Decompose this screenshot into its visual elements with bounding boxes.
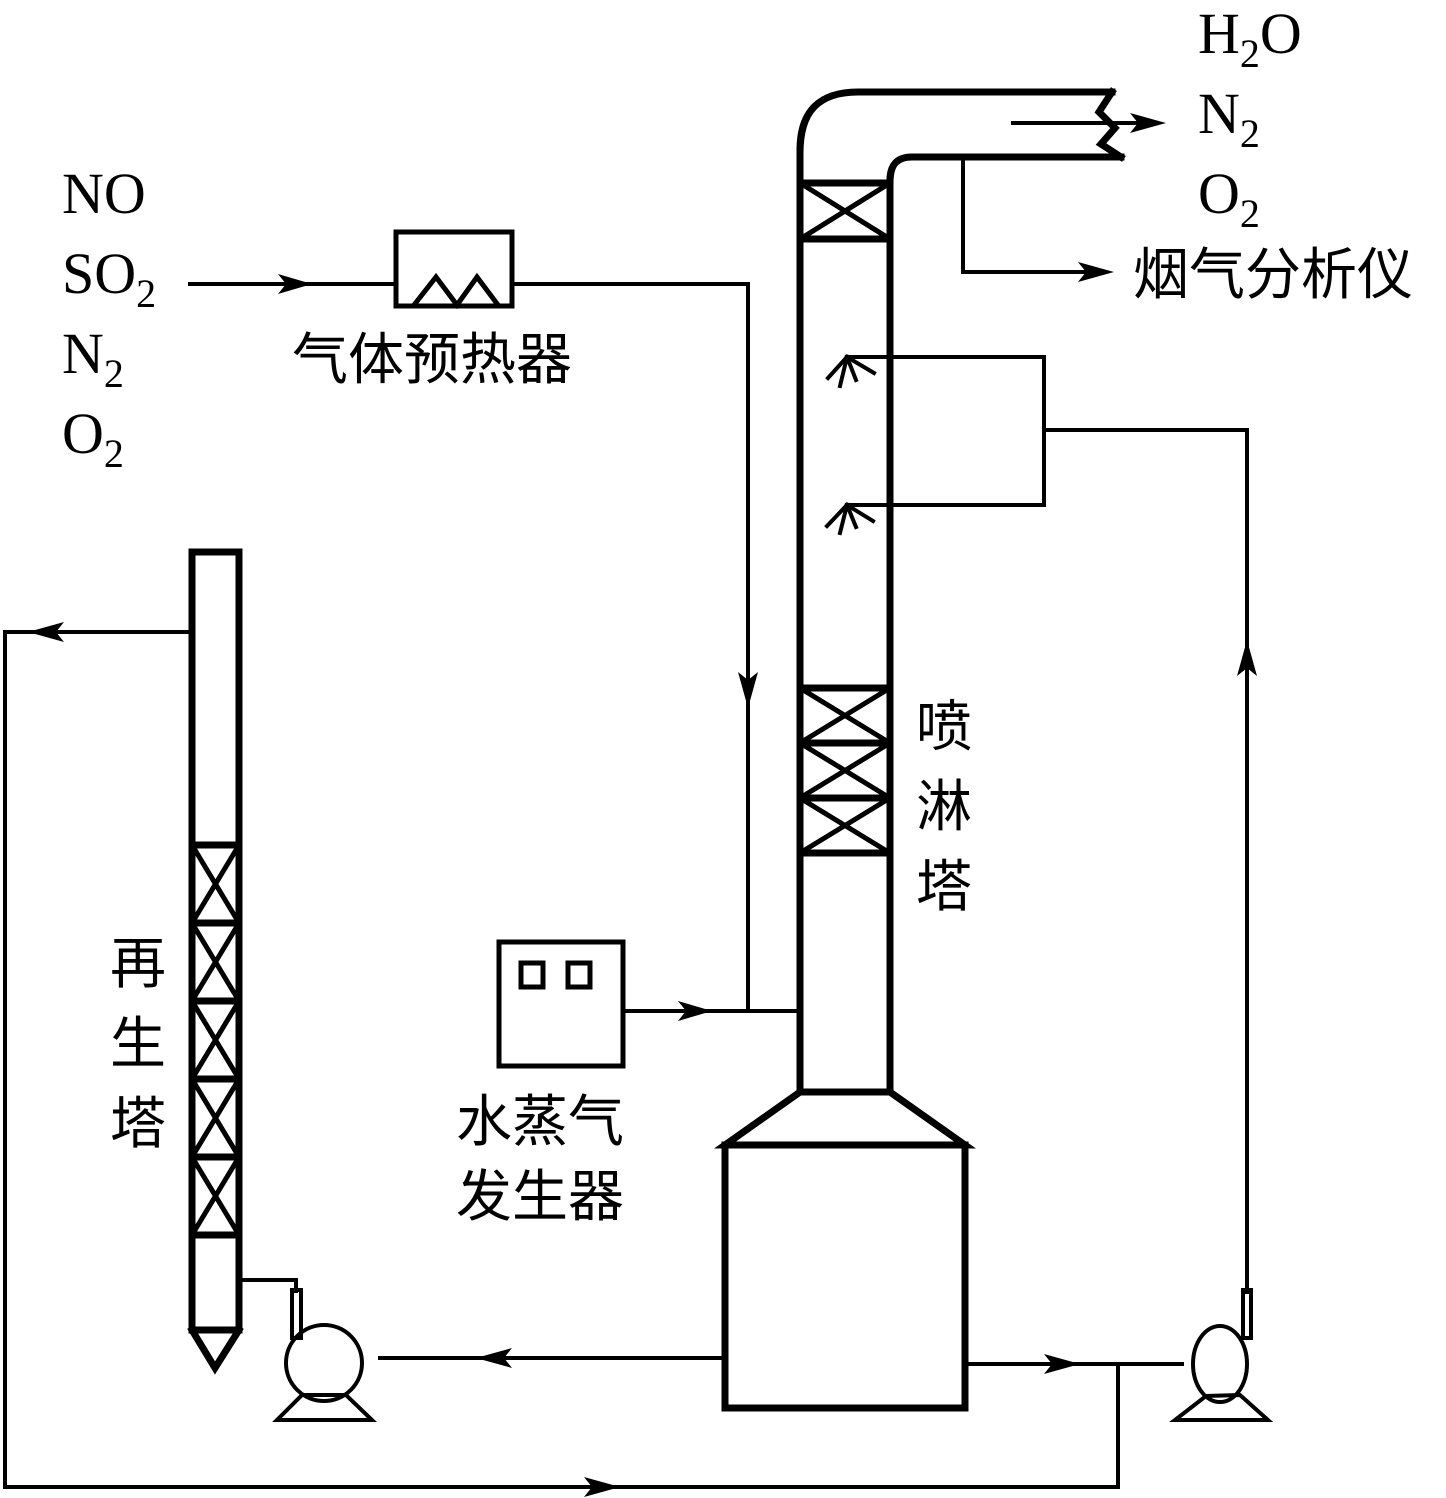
steam-generator [496, 939, 626, 1069]
arrow-right-icon [1078, 262, 1114, 282]
spray-tower-label: 喷淋塔 [916, 695, 972, 920]
inlet-component-n2: N2 [62, 321, 124, 396]
indicator-light-icon [518, 960, 546, 990]
steam-line [621, 1001, 799, 1021]
arrow-up-icon [1237, 640, 1257, 676]
inlet-component-o2: O2 [62, 401, 124, 476]
packing-layer [796, 794, 894, 857]
inlet-gas-line [188, 274, 398, 294]
packing-layer [796, 179, 894, 243]
regeneration-tower [187, 548, 244, 1375]
arrow-right-icon [278, 274, 312, 294]
spray-nozzle-icon [824, 502, 876, 536]
gas-preheater [393, 229, 515, 310]
outlet-component-h2o: H2O [1198, 1, 1302, 76]
outlet-component-n2: N2 [1198, 81, 1260, 156]
left-pump [272, 1288, 377, 1422]
indicator-light-icon [565, 960, 593, 990]
pipe-break-icon [1094, 87, 1126, 162]
arrow-left-icon [476, 1348, 512, 1368]
steam-generator-label-line1: 水蒸气 [456, 1090, 624, 1155]
arrow-down-icon [738, 672, 758, 708]
arrow-right-icon [584, 1477, 620, 1497]
bottom-loop-line [3, 622, 1120, 1497]
packing-layer [188, 841, 243, 1239]
arrow-right-icon [1130, 113, 1166, 133]
spray-recirculation-line [824, 354, 1257, 1374]
liquid-tank [713, 1087, 977, 1412]
inlet-component-no: NO [62, 161, 146, 226]
gas-preheater-label: 气体预热器 [292, 328, 572, 393]
right-pump [1169, 1288, 1274, 1422]
spray-tower [796, 87, 1126, 1096]
analyzer-sample-line [961, 155, 1114, 282]
steam-generator-label-line2: 发生器 [456, 1165, 624, 1230]
outlet-gas-arrow [1011, 113, 1166, 133]
arrow-right-icon [1044, 1354, 1080, 1374]
spray-nozzle-icon [825, 354, 877, 389]
preheated-gas-line [510, 282, 758, 1013]
inlet-gas-components: NO SO2 N2 O2 [62, 165, 156, 485]
heater-coil-icon [410, 272, 502, 310]
regeneration-tower-label: 再生塔 [110, 932, 166, 1157]
rich-liquid-line [378, 1348, 727, 1368]
arrow-left-icon [28, 622, 64, 642]
arrow-right-icon [678, 1001, 712, 1021]
regen-outlet-line [237, 1278, 298, 1293]
outlet-gas-components: H2O N2 O2 [1198, 5, 1302, 245]
inlet-component-so2: SO2 [62, 241, 157, 316]
flue-gas-analyzer-label: 烟气分析仪 [1133, 243, 1413, 308]
outlet-component-o2: O2 [1198, 161, 1260, 236]
